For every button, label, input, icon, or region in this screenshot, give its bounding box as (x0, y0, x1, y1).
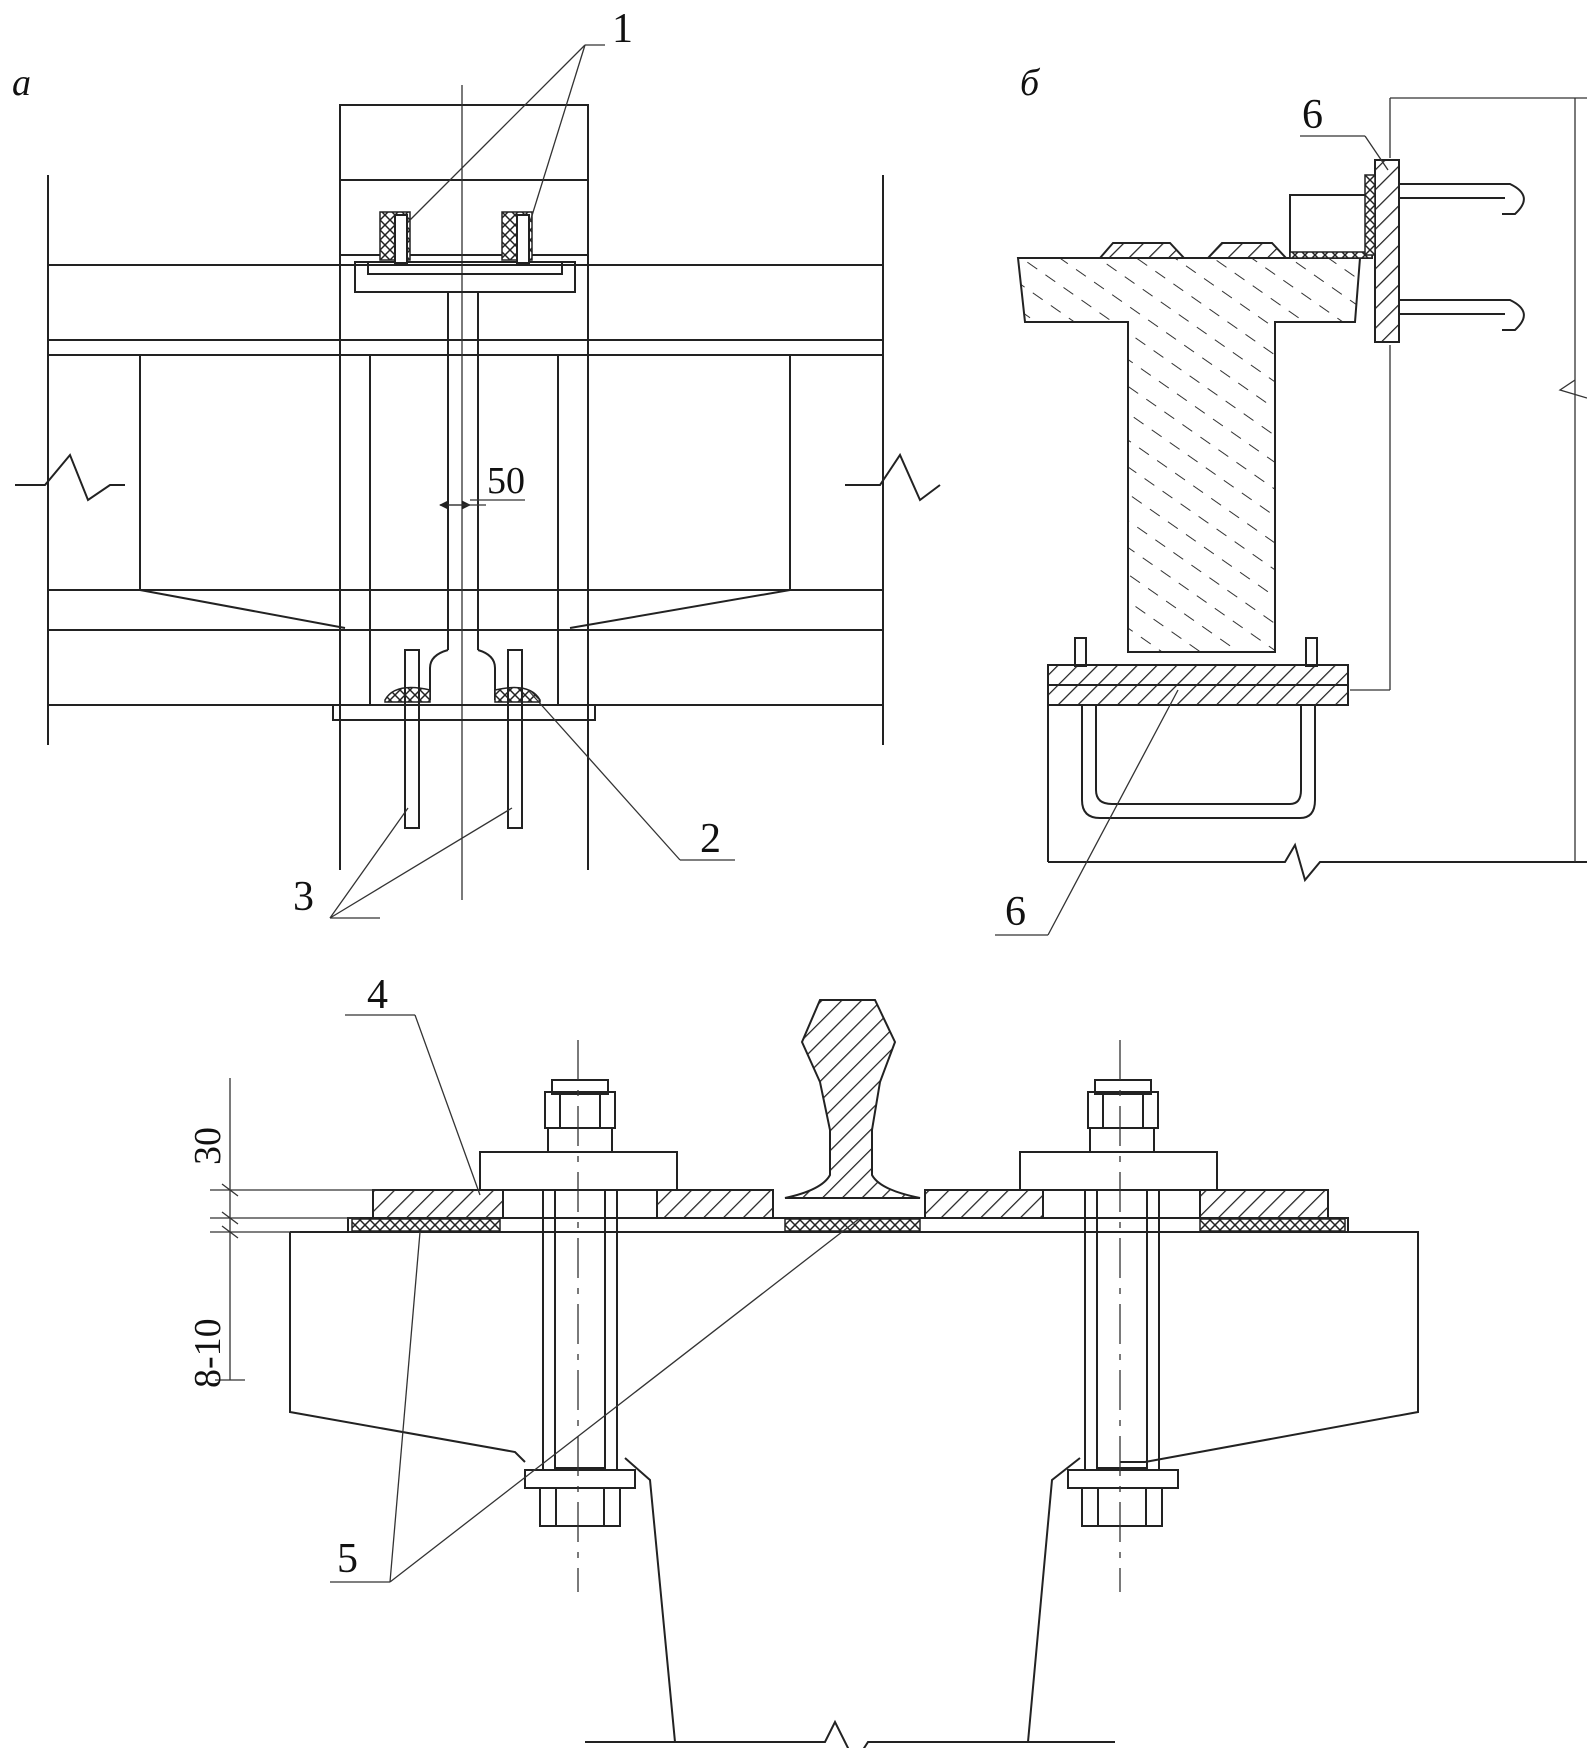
callout-leaders-c (330, 1014, 861, 1583)
callout-6-top: 6 (1302, 92, 1323, 138)
view-a-label: а (12, 62, 31, 104)
callout-3: 3 (293, 874, 314, 920)
callout-1: 1 (612, 6, 633, 52)
view-b (995, 97, 1587, 936)
dimension-gap: 50 (487, 460, 525, 502)
callout-6-bottom: 6 (1005, 889, 1026, 935)
callout-2: 2 (700, 816, 721, 862)
callout-leaders-a (329, 44, 735, 919)
view-b-label: б (1020, 62, 1041, 104)
view-a (15, 85, 941, 900)
view-c (210, 999, 1419, 1748)
dimension-grout: 8-10 (187, 1318, 229, 1388)
callout-4: 4 (367, 972, 388, 1018)
callout-5: 5 (337, 1536, 358, 1582)
dimension-pad-thickness: 30 (187, 1127, 229, 1165)
